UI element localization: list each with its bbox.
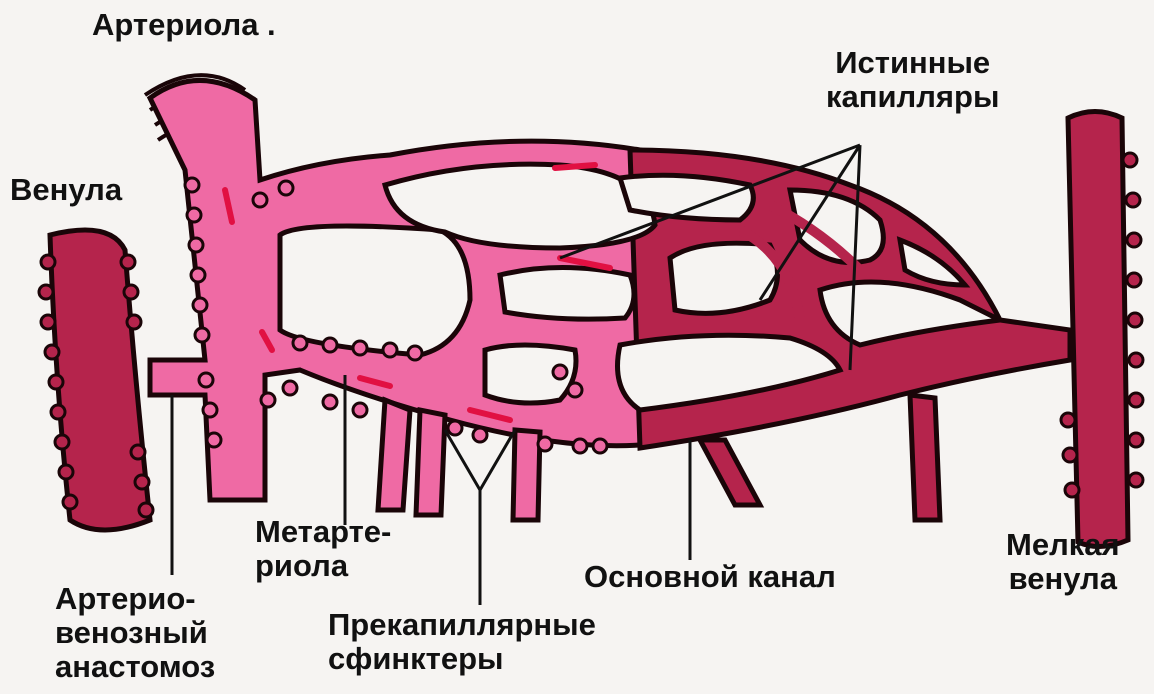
- true-capillaries-line-1: Истинные: [826, 46, 999, 80]
- precapillary-sphincters-line-1: Прекапиллярные: [328, 608, 596, 642]
- small-venule-line-2: венула: [1006, 562, 1120, 596]
- av-anastomosis-line-1: Артерио-: [55, 582, 215, 616]
- small-venule-label: Мелкая венула: [1006, 528, 1120, 596]
- precapillary-sphincters-label: Прекапиллярные сфинктеры: [328, 608, 596, 676]
- small-venule-vessel: [1068, 112, 1128, 547]
- metarteriole-line-2: риола: [255, 549, 391, 583]
- av-anastomosis-line-2: венозный: [55, 616, 215, 650]
- small-venule-line-1: Мелкая: [1006, 528, 1120, 562]
- venule-label: Венула: [10, 173, 122, 207]
- precapillary-sphincters-line-2: сфинктеры: [328, 642, 596, 676]
- true-capillaries-line-2: капилляры: [826, 80, 999, 114]
- metarteriole-label: Метарте- риола: [255, 515, 391, 583]
- true-capillaries-label: Истинные капилляры: [826, 46, 999, 114]
- metarteriole-line-1: Метарте-: [255, 515, 391, 549]
- av-anastomosis-line-3: анастомоз: [55, 650, 215, 684]
- main-channel-label: Основной канал: [584, 560, 836, 594]
- av-anastomosis-label: Артерио- венозный анастомоз: [55, 582, 215, 684]
- sphincters-leader: [445, 430, 515, 605]
- arteriole-label: Артериола .: [92, 8, 276, 42]
